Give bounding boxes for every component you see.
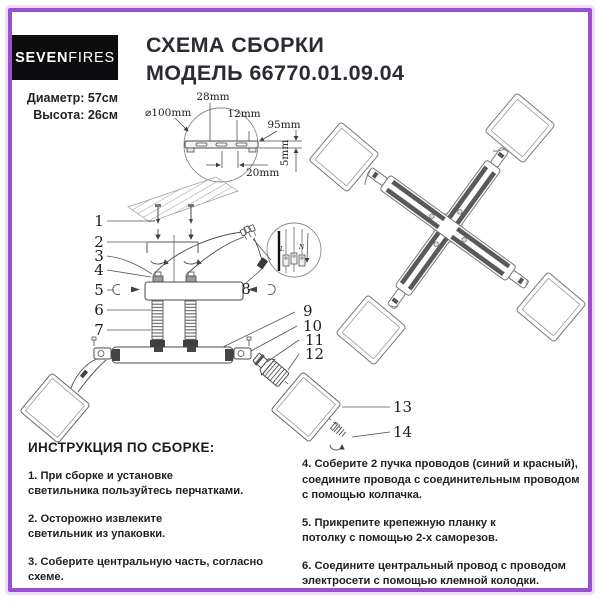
height-label: Высота: 26см xyxy=(33,108,118,122)
callout-1: 1 xyxy=(94,212,104,230)
wire-splice-connector xyxy=(257,257,268,269)
diameter-label: Диаметр: 57см xyxy=(26,91,118,105)
fixture-dimensions: Диаметр: 57см Высота: 26см xyxy=(8,90,118,124)
shade-top-left xyxy=(309,122,379,192)
page-title: СХЕМА СБОРКИ МОДЕЛЬ 66770.01.09.04 xyxy=(146,31,404,87)
callout-4: 4 xyxy=(94,261,104,279)
side-screws xyxy=(112,284,276,295)
threaded-rod-left xyxy=(151,299,164,341)
shade-13 xyxy=(271,372,341,442)
callout-3: 3 xyxy=(94,247,104,265)
logo-text-bold: SEVEN xyxy=(15,49,69,66)
shade-bottom-right xyxy=(516,272,586,342)
callout-13: 13 xyxy=(393,398,412,416)
callout-5: 5 xyxy=(94,281,104,299)
ceiling-hatch xyxy=(127,176,239,223)
instructions-right-column: 4. Соберите 2 пучка проводов (синий и кр… xyxy=(302,457,587,602)
instruction-step-6: 6. Соедините центральный провод с провод… xyxy=(302,559,566,588)
instructions-left-column: ИНСТРУКЦИЯ ПО СБОРКЕ: 1. При сборке и ус… xyxy=(28,440,298,598)
shade-bottom-left xyxy=(336,295,406,365)
callout-11: 11 xyxy=(305,331,324,349)
terminal-block-detail: L N xyxy=(252,222,322,278)
callout-8: 8 xyxy=(241,280,251,298)
callout-2: 2 xyxy=(94,233,104,251)
callout-6: 6 xyxy=(94,301,104,319)
callout-14: 14 xyxy=(393,423,412,441)
screws-top xyxy=(155,204,194,240)
instruction-step-4: 4. Соберите 2 пучка проводов (синий и кр… xyxy=(302,458,580,501)
wire-caps xyxy=(239,224,256,240)
cross-bar-b xyxy=(367,167,529,289)
socket-assembly xyxy=(252,353,341,429)
instruction-step-5: 5. Прикрепите крепежную планку к потолку… xyxy=(302,516,498,545)
shade-left xyxy=(20,373,90,443)
shade-fixing-screw xyxy=(329,421,347,437)
title-line-2: МОДЕЛЬ 66770.01.09.04 xyxy=(146,61,405,85)
instruction-step-2: 2. Осторожно извлеките светильник из упа… xyxy=(28,512,166,541)
shade-top-right xyxy=(485,93,555,163)
terminal-label-n: N xyxy=(298,244,305,251)
cross-bar-a xyxy=(387,147,509,309)
instruction-step-1: 1. При сборке и установке светильника по… xyxy=(28,469,244,498)
terminal-label-l: L xyxy=(279,246,284,253)
callout-9: 9 xyxy=(303,302,313,320)
instructions-heading: ИНСТРУКЦИЯ ПО СБОРКЕ: xyxy=(28,440,215,455)
callout-10: 10 xyxy=(303,317,322,335)
center-bar xyxy=(111,346,234,364)
threaded-rod-right xyxy=(184,299,197,341)
callout-12: 12 xyxy=(305,345,324,363)
assembly-diagram: 28mm ⌀100mm 12mm 95mm 20mm 5mm xyxy=(20,91,586,451)
dim-95mm: 95mm xyxy=(267,119,300,131)
central-assembly xyxy=(20,204,347,451)
instruction-step-3: 3. Соберите центральную часть, согласно … xyxy=(28,555,264,584)
logo-text-light: FIRES xyxy=(68,49,115,66)
title-line-1: СХЕМА СБОРКИ xyxy=(146,33,325,57)
dim-100mm: ⌀100mm xyxy=(145,107,191,119)
dim-5mm: 5mm xyxy=(279,140,291,167)
callout-7: 7 xyxy=(94,321,104,339)
mount-plate-detail: 28mm ⌀100mm 12mm 95mm 20mm 5mm xyxy=(145,91,302,183)
callouts: 1 2 3 4 5 6 7 8 9 10 11 12 13 14 xyxy=(94,212,412,441)
dim-20mm: 20mm xyxy=(246,167,279,179)
dim-12mm: 12mm xyxy=(227,108,260,120)
dim-28mm: 28mm xyxy=(196,91,229,103)
assembled-top-view xyxy=(309,93,586,365)
